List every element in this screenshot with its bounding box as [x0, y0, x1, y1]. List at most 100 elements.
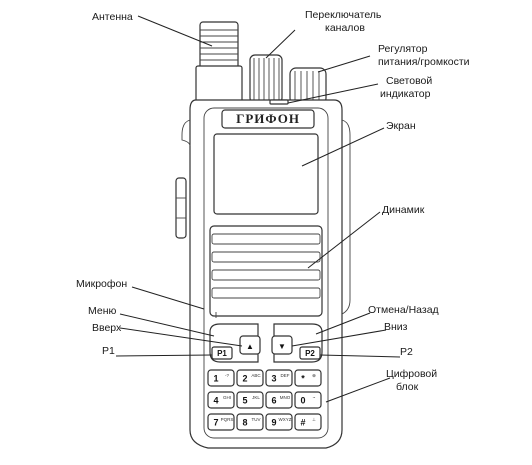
keypad-key-shape[interactable]: [265, 369, 293, 387]
keypad-key[interactable]: 6 MNO: [265, 391, 293, 409]
keypad-key[interactable]: 3 DEF: [265, 369, 293, 387]
keypad-key-shape[interactable]: [236, 391, 264, 409]
keypad-key[interactable]: 1 -?: [207, 369, 235, 387]
keypad-key-main-label: 5: [242, 396, 247, 406]
speaker-grille: [209, 225, 323, 317]
label-power-volume-1: Регулятор: [378, 43, 428, 55]
label-led-1: Световой: [386, 75, 432, 87]
keypad-key-main-label: 3: [271, 374, 276, 384]
keypad-key-shape[interactable]: [207, 413, 235, 431]
label-menu: Меню: [88, 305, 117, 317]
keypad-key-shape[interactable]: [294, 391, 322, 409]
keypad-key-main-label: 9: [271, 418, 276, 428]
label-up: Вверх: [92, 322, 122, 334]
up-arrow-icon: ▲: [246, 342, 254, 351]
p1-button[interactable]: [211, 346, 233, 360]
channel-switch-leader: [265, 29, 296, 59]
keypad-key-shape[interactable]: [294, 413, 322, 431]
keypad-key-sub-label: MNO: [280, 395, 291, 400]
power-volume-knob: [289, 67, 327, 105]
down-arrow-icon: ▼: [278, 342, 286, 351]
label-down: Вниз: [384, 321, 408, 333]
led-indicator: [269, 99, 289, 105]
p2-leader: [319, 354, 401, 358]
keypad-key-shape[interactable]: [265, 413, 293, 431]
keypad-key-sub-label: ABC: [251, 373, 261, 378]
keypad-key-main-label: 7: [213, 418, 218, 428]
keypad-key-main-label: 8: [242, 418, 247, 428]
keypad-key-sub-label: PQRS: [221, 417, 234, 422]
keypad-key-main-label: 4: [213, 396, 218, 406]
keypad-key-shape[interactable]: [236, 369, 264, 387]
keypad-key-shape[interactable]: [265, 391, 293, 409]
speaker-leader: [307, 211, 381, 269]
keypad-key[interactable]: *⊕: [294, 369, 322, 387]
side-ptt-button: [175, 177, 187, 239]
keypad-key-sub-label: TUV: [252, 417, 261, 422]
keypad-key-sub-label: -?: [225, 373, 229, 378]
keypad-key[interactable]: 8 TUV: [236, 413, 264, 431]
keypad-key-main-label: 2: [242, 374, 247, 384]
keypad-key-main-label: 6: [271, 396, 276, 406]
label-screen: Экран: [386, 120, 416, 132]
label-channel-switch-1: Переключатель: [305, 9, 382, 21]
keypad-key-shape[interactable]: [294, 369, 322, 387]
keypad-key-main-label: *: [301, 374, 305, 384]
keypad-key-sub-label: JKL: [252, 395, 260, 400]
callout-labels: Антенна Переключатель каналов Регулятор …: [76, 9, 470, 393]
led-leader: [287, 83, 379, 104]
p1-button-label: P1: [217, 349, 227, 358]
label-power-volume-2: питания/громкости: [378, 56, 470, 68]
keypad-key-sub-label: WXYZ: [279, 417, 292, 422]
label-channel-switch-2: каналов: [325, 22, 365, 34]
down-leader: [291, 329, 387, 347]
keypad-key-main-label: 0: [300, 396, 305, 406]
cancel-back-leader: [315, 312, 371, 335]
brand-plate: ГРИФОН: [221, 109, 315, 129]
screen: [213, 133, 319, 215]
keypad-key-main-label: #: [300, 418, 305, 428]
keypad-key[interactable]: 4 GHI: [207, 391, 235, 409]
keypad-key-main-label: 1: [213, 374, 218, 384]
channel-knob: [249, 54, 283, 104]
down-button[interactable]: [271, 335, 293, 355]
keypad-key[interactable]: 0~: [294, 391, 322, 409]
antenna-leader: [137, 15, 213, 47]
p2-button[interactable]: [299, 346, 321, 360]
keypad-key-sub-label: GHI: [223, 395, 231, 400]
up-leader: [119, 327, 243, 347]
label-keypad-2: блок: [396, 381, 419, 393]
keypad-leader: [325, 377, 391, 403]
p2-button-label: P2: [305, 349, 315, 358]
label-p2: P2: [400, 346, 413, 358]
label-microphone: Микрофон: [76, 278, 127, 290]
keypad-key-shape[interactable]: [236, 413, 264, 431]
keypad-key-sub-label: ~: [313, 395, 316, 400]
menu-leader: [119, 313, 215, 337]
callout-lines: [115, 15, 401, 403]
microphone-leader: [131, 286, 205, 310]
p1-leader: [115, 354, 213, 357]
keypad-key-sub-label: ⊕: [312, 373, 316, 378]
up-button[interactable]: [239, 335, 261, 355]
keypad-key-shape[interactable]: [207, 391, 235, 409]
keypad-key-shape[interactable]: [207, 369, 235, 387]
brand-text: ГРИФОН: [236, 111, 300, 126]
keypad-key[interactable]: 5 JKL: [236, 391, 264, 409]
control-buttons: ▲ ▼ P1 P2: [209, 323, 323, 363]
keypad-key-sub-label: DEF: [281, 373, 290, 378]
label-cancel-back: Отмена/Назад: [368, 304, 439, 316]
antenna: [195, 21, 243, 107]
keypad-key-sub-label: ⊥: [312, 417, 316, 422]
label-keypad-1: Цифровой: [386, 368, 437, 380]
keypad-key[interactable]: #⊥: [294, 413, 322, 431]
keypad-key[interactable]: 2 ABC: [236, 369, 264, 387]
screen-leader: [301, 127, 385, 167]
label-speaker: Динамик: [382, 204, 425, 216]
label-antenna: Антенна: [92, 11, 133, 23]
